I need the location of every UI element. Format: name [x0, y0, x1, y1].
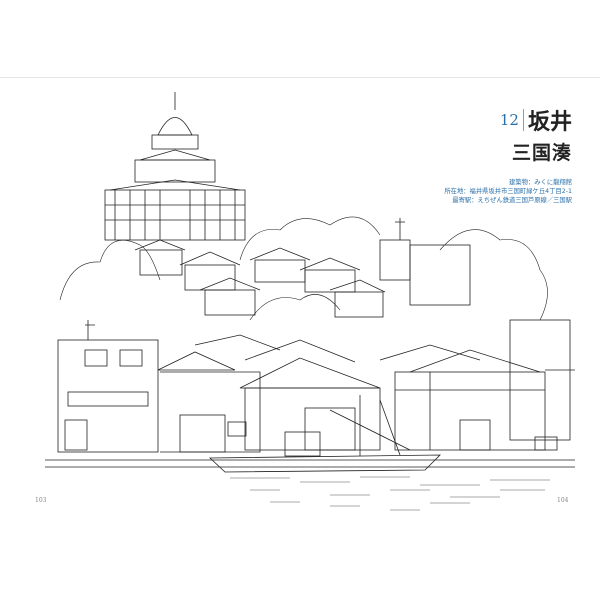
- station-info: 最寄駅：えちぜん鉄道三国芦原線／三国駅: [452, 197, 572, 204]
- page-top-edge: [0, 77, 600, 78]
- trees: [59, 216, 548, 321]
- prefecture-title: 坂井: [527, 110, 572, 135]
- chapter-heading: 12 坂井 三国湊: [500, 104, 572, 165]
- place-title: 三国湊: [511, 142, 572, 164]
- chapter-number: 12: [499, 111, 519, 129]
- page-number-left: 103: [35, 497, 47, 504]
- building-info: 建築物：みくに龍翔館: [509, 179, 572, 186]
- heading-divider: [522, 109, 524, 131]
- ryushokan-tower: [104, 92, 246, 241]
- water-ripples: [230, 476, 550, 511]
- location-info: 建築物：みくに龍翔館 所在地：福井県坂井市三国町緑ケ丘4丁目2-1 最寄駅：えち…: [444, 178, 572, 205]
- page-number-right: 104: [557, 497, 569, 504]
- dock-and-boat: [45, 395, 575, 473]
- address-info: 所在地：福井県坂井市三国町緑ケ丘4丁目2-1: [444, 188, 572, 195]
- waterfront-warehouses: [57, 319, 575, 453]
- hillside-houses: [134, 218, 471, 318]
